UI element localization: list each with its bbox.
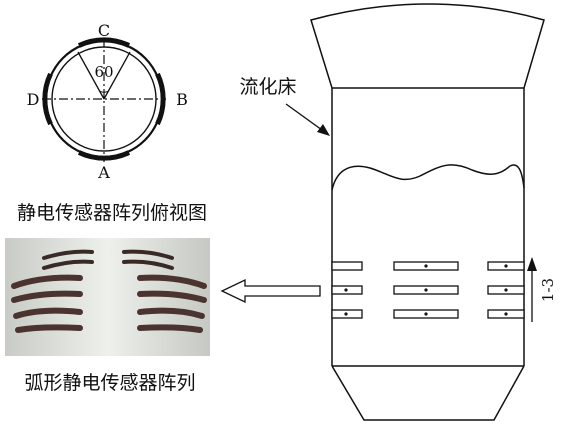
- row-label: 1-3: [539, 278, 557, 302]
- top-view-caption: 静电传感器阵列俯视图: [17, 202, 207, 224]
- sensor-photo: [5, 238, 210, 356]
- sensor-top-view: 60 C A D B 静电传感器阵列俯视图: [17, 21, 207, 224]
- bed-label-arrowhead: [317, 124, 330, 136]
- right-sensor-arcs: [122, 249, 207, 333]
- fluidized-bed-reactor: [310, 3, 545, 421]
- label-c: C: [98, 21, 110, 40]
- row-order-arrowhead: [527, 257, 537, 271]
- angle-label: 60: [94, 63, 113, 81]
- label-a: A: [97, 163, 110, 182]
- hollow-arrow-left: [220, 278, 321, 304]
- bed-label-leader: [285, 103, 323, 131]
- left-sensor-arcs: [11, 249, 94, 333]
- reactor-bottom-cone: [331, 365, 525, 421]
- angle-arc: [99, 90, 109, 93]
- reactor-top-hood: [310, 3, 545, 89]
- sensor-r1-c1: [331, 261, 363, 271]
- label-b: B: [176, 90, 188, 109]
- label-d: D: [27, 90, 40, 109]
- bed-label: 流化床: [239, 76, 296, 98]
- sensor-dots: [344, 264, 508, 316]
- photo-caption: 弧形静电传感器阵列: [24, 372, 195, 394]
- bed-surface-wave: [331, 164, 525, 191]
- sensor-rows: [331, 261, 525, 319]
